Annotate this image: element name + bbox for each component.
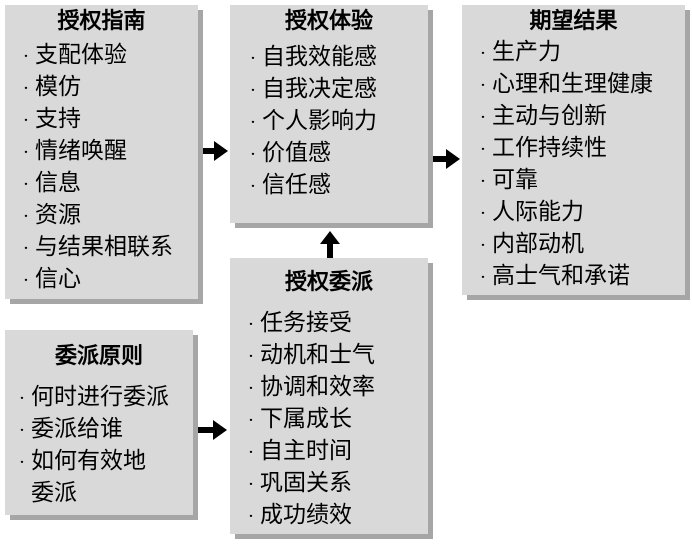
- list-item: ·如何有效地: [13, 446, 193, 478]
- bullet-icon: ·: [250, 48, 256, 69]
- list-item: ·内部动机: [474, 229, 685, 261]
- list-item: ·支配体验: [17, 40, 198, 72]
- list-item: ·何时进行委派: [13, 382, 193, 414]
- box-title: 授权体验: [284, 9, 373, 34]
- bullet-icon: ·: [250, 176, 256, 197]
- box-empowering-delegation: 授权委派 ·任务接受 ·动机和士气 ·协调和效率 ·下属成长 ·自主时间 ·巩固…: [230, 258, 428, 534]
- list-item: ·自主时间: [242, 436, 428, 468]
- bullet-icon: ·: [480, 75, 486, 96]
- list-item-continuation: 委派: [31, 480, 77, 506]
- bullet-icon: ·: [480, 235, 486, 256]
- arrow-right-icon: [198, 420, 227, 440]
- bullet-icon: ·: [23, 238, 29, 259]
- bullet-icon: ·: [480, 171, 486, 192]
- bullet-icon: ·: [23, 270, 29, 291]
- bullet-icon: ·: [480, 107, 486, 128]
- list-item: ·主动与创新: [474, 101, 685, 133]
- box-title: 委派原则: [54, 344, 143, 369]
- bullet-icon: ·: [23, 142, 29, 163]
- bullet-icon: ·: [23, 110, 29, 131]
- bullet-icon: ·: [250, 112, 256, 133]
- list-item: ·下属成长: [242, 404, 428, 436]
- bullet-icon: ·: [23, 46, 29, 67]
- bullet-icon: ·: [480, 43, 486, 64]
- list-item: ·自我效能感: [244, 42, 428, 74]
- list-item: ·高士气和承诺: [474, 261, 685, 293]
- bullet-icon: ·: [248, 346, 254, 367]
- list-item: ·人际能力: [474, 197, 685, 229]
- list-item: ·任务接受: [242, 308, 428, 340]
- bullet-icon: ·: [250, 144, 256, 165]
- list-item: ·模仿: [17, 72, 198, 104]
- bullet-icon: ·: [250, 80, 256, 101]
- bullet-icon: ·: [23, 206, 29, 227]
- list-item: ·信任感: [244, 170, 428, 202]
- bullet-icon: ·: [480, 203, 486, 224]
- arrow-right-icon: [203, 141, 228, 161]
- bullet-icon: ·: [248, 506, 254, 527]
- list-item: ·自我决定感: [244, 74, 428, 106]
- box-empowerment-guide: 授权指南 ·支配体验 ·模仿 ·支持 ·情绪唤醒 ·信息 ·资源 ·与结果相联系…: [5, 5, 198, 299]
- list-item: ·心理和生理健康: [474, 69, 685, 101]
- bullet-icon: ·: [23, 78, 29, 99]
- bullet-icon: ·: [248, 378, 254, 399]
- bullet-icon: ·: [19, 388, 25, 409]
- bullet-icon: ·: [23, 174, 29, 195]
- bullet-icon: ·: [19, 420, 25, 441]
- list-item: ·工作持续性: [474, 133, 685, 165]
- list-item: ·与结果相联系: [17, 232, 198, 264]
- box-title: 期望结果: [529, 9, 618, 34]
- list-item: ·价值感: [244, 138, 428, 170]
- arrow-right-icon: [433, 149, 460, 169]
- list-item: ·委派给谁: [13, 414, 193, 446]
- list-item: ·个人影响力: [244, 106, 428, 138]
- list-item: ·资源: [17, 200, 198, 232]
- list-item: ·协调和效率: [242, 372, 428, 404]
- box-delegation-principles: 委派原则 ·何时进行委派 ·委派给谁 ·如何有效地 委派: [5, 330, 193, 515]
- list-item: ·信心: [17, 264, 198, 296]
- list-item: ·支持: [17, 104, 198, 136]
- bullet-icon: ·: [19, 452, 25, 473]
- box-empowerment-experience: 授权体验 ·自我效能感 ·自我决定感 ·个人影响力 ·价值感 ·信任感: [230, 5, 428, 223]
- box-expected-results: 期望结果 ·生产力 ·心理和生理健康 ·主动与创新 ·工作持续性 ·可靠 ·人际…: [462, 5, 685, 295]
- list-item: ·生产力: [474, 37, 685, 69]
- arrow-up-icon: [320, 231, 340, 258]
- list-item: ·信息: [17, 168, 198, 200]
- bullet-icon: ·: [248, 314, 254, 335]
- box-title: 授权委派: [284, 270, 373, 295]
- box-title: 授权指南: [57, 9, 146, 34]
- bullet-icon: ·: [248, 474, 254, 495]
- list-item: ·情绪唤醒: [17, 136, 198, 168]
- bullet-icon: ·: [480, 267, 486, 288]
- list-item: ·成功绩效: [242, 500, 428, 532]
- list-item: ·可靠: [474, 165, 685, 197]
- list-item: ·动机和士气: [242, 340, 428, 372]
- list-item: ·巩固关系: [242, 468, 428, 500]
- bullet-icon: ·: [248, 410, 254, 431]
- bullet-icon: ·: [480, 139, 486, 160]
- bullet-icon: ·: [248, 442, 254, 463]
